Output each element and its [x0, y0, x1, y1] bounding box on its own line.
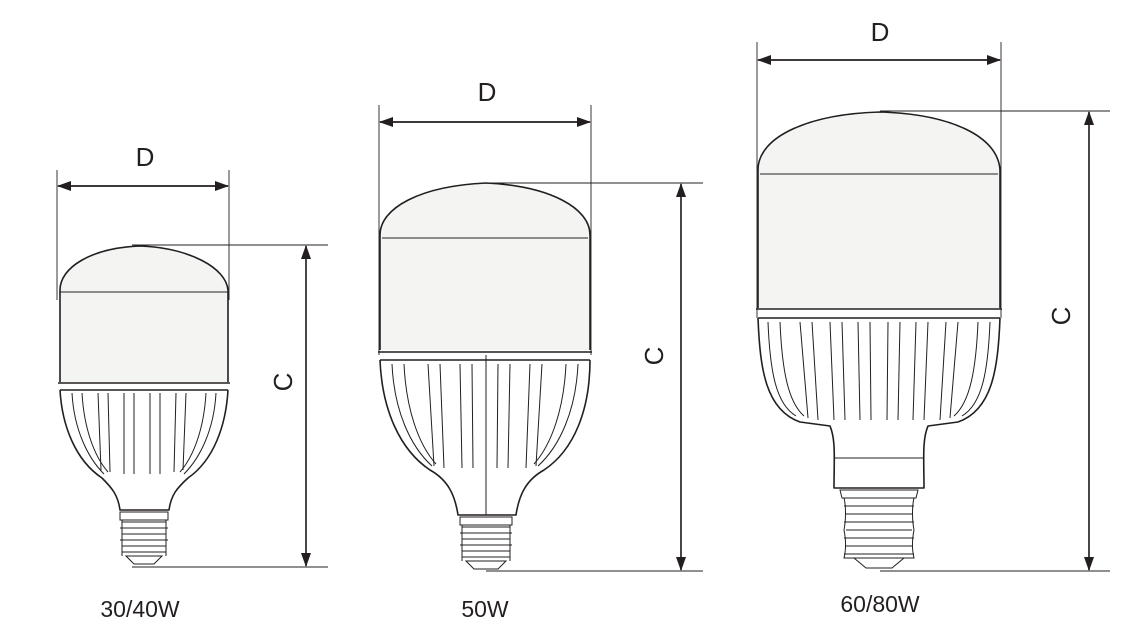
bulb-small-screw-base [119, 511, 169, 565]
bulb-medium-c-label: C [639, 347, 669, 366]
bulb-medium-screw-base [459, 516, 513, 570]
bulb-large-diffuser [758, 112, 1000, 308]
bulb-medium: D C 50W [378, 77, 703, 622]
bulb-small-c-label: C [268, 373, 298, 392]
bulb-large-heatsink [757, 317, 1001, 489]
bulb-medium-fins [391, 355, 579, 515]
bulb-large-c-label: C [1046, 307, 1076, 326]
bulb-medium-d-label: D [478, 77, 497, 107]
bulb-small-dome [59, 245, 229, 382]
bulb-small-diffuser [60, 246, 228, 382]
bulb-small: D C 30/40W [56, 142, 328, 622]
bulb-small-dim-d [56, 170, 230, 300]
bulb-small-fins [71, 392, 217, 475]
bulb-large-dim-c [880, 110, 1110, 572]
bulb-small-caption: 30/40W [100, 596, 180, 622]
bulb-medium-caption: 50W [461, 596, 509, 622]
bulb-medium-diffuser [380, 183, 590, 350]
bulb-large-d-label: D [871, 17, 890, 47]
bulb-small-heatsink [59, 389, 229, 511]
bulb-large-fins [767, 321, 991, 421]
bulb-medium-dim-c [486, 182, 703, 572]
bulb-small-dim-c [132, 244, 328, 568]
bulb-large-screw-base [839, 489, 919, 569]
bulb-medium-heatsink [379, 359, 591, 516]
bulb-large: D C 60/80W [756, 17, 1110, 617]
bulb-small-d-label: D [136, 142, 155, 172]
bulb-medium-dim-d [378, 105, 592, 355]
bulb-large-caption: 60/80W [840, 591, 920, 617]
bulb-large-dome [757, 111, 1001, 308]
bulb-large-dim-d [756, 42, 1002, 318]
